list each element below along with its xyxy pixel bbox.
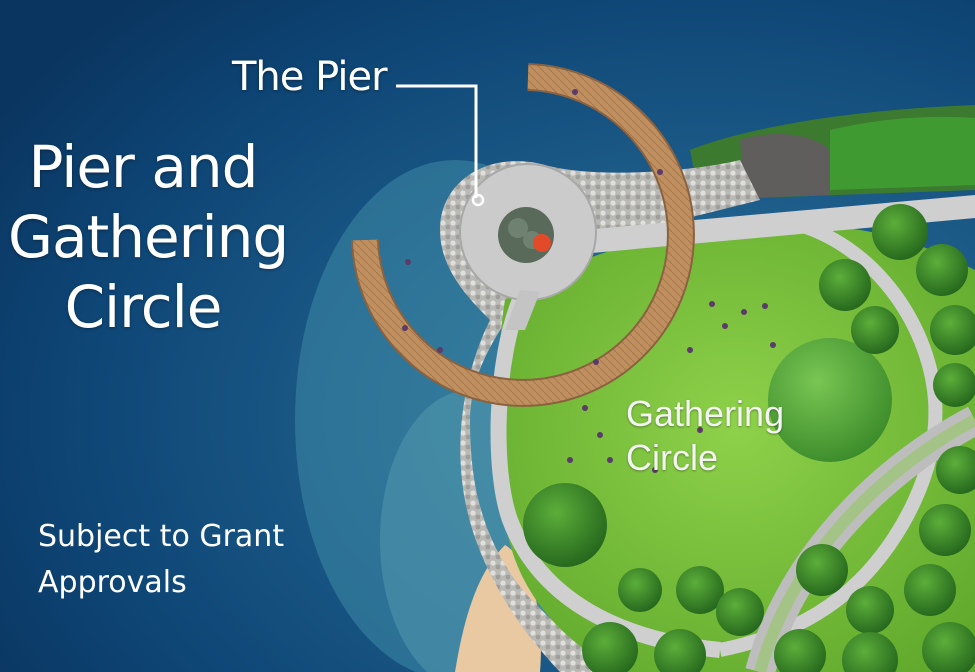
map-title: Pier and Gathering Circle [8, 132, 289, 342]
gathering-label-line-2: Circle [626, 437, 719, 478]
map-title-line-3: Circle [64, 273, 223, 341]
pier-leader-line [396, 84, 478, 198]
beach [455, 545, 541, 672]
pier-label: The Pier [232, 54, 388, 100]
shore-path [560, 195, 975, 255]
gathering-circle-label: Gathering Circle [626, 392, 784, 480]
grant-note-line-1: Subject to Grant [38, 519, 285, 554]
tree-canopy [523, 204, 975, 672]
map-title-line-2: Gathering [8, 203, 289, 271]
grant-note-line-2: Approvals [38, 565, 187, 600]
loop-path [490, 296, 721, 658]
map-title-line-1: Pier and [28, 133, 259, 201]
gathering-label-line-1: Gathering [626, 393, 785, 434]
people [402, 89, 776, 473]
pier-marker [533, 234, 551, 252]
grant-note: Subject to Grant Approvals [38, 514, 284, 606]
